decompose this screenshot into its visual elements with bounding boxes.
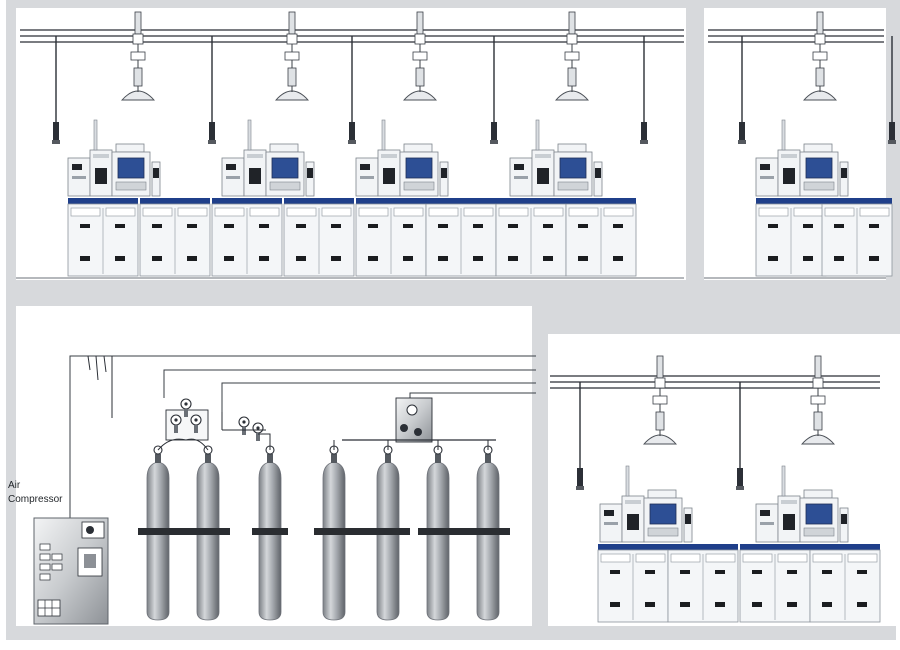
hood-lamp-icon xyxy=(643,355,677,445)
regulator-icon xyxy=(342,397,496,443)
hood-lamp-icon xyxy=(801,355,835,445)
air-compressor-label-line2: Compressor xyxy=(8,494,63,505)
hood-lamp-icon xyxy=(121,11,155,101)
upper-lab-left xyxy=(16,11,684,279)
upper-lab-right xyxy=(704,11,897,279)
lower-lab-right xyxy=(550,355,881,623)
instrument-icon xyxy=(755,465,849,543)
instrument-icon xyxy=(509,119,603,197)
instrument-icon xyxy=(221,119,315,197)
instrument-icon xyxy=(755,119,849,197)
instrument-icon xyxy=(355,119,449,197)
compressor-icon xyxy=(33,517,109,625)
instrument-icon xyxy=(599,465,693,543)
regulator-icon xyxy=(221,412,266,442)
instrument-icon xyxy=(67,119,161,197)
cylinder-group xyxy=(138,433,510,621)
hood-lamp-icon xyxy=(555,11,589,101)
hood-lamp-icon xyxy=(275,11,309,101)
air-compressor-label-line1: Air xyxy=(8,480,21,491)
hood-lamp-icon xyxy=(803,11,837,101)
regulator-icon xyxy=(165,398,209,441)
gas-room: Air Compressor xyxy=(8,355,536,625)
hood-lamp-icon xyxy=(403,11,437,101)
